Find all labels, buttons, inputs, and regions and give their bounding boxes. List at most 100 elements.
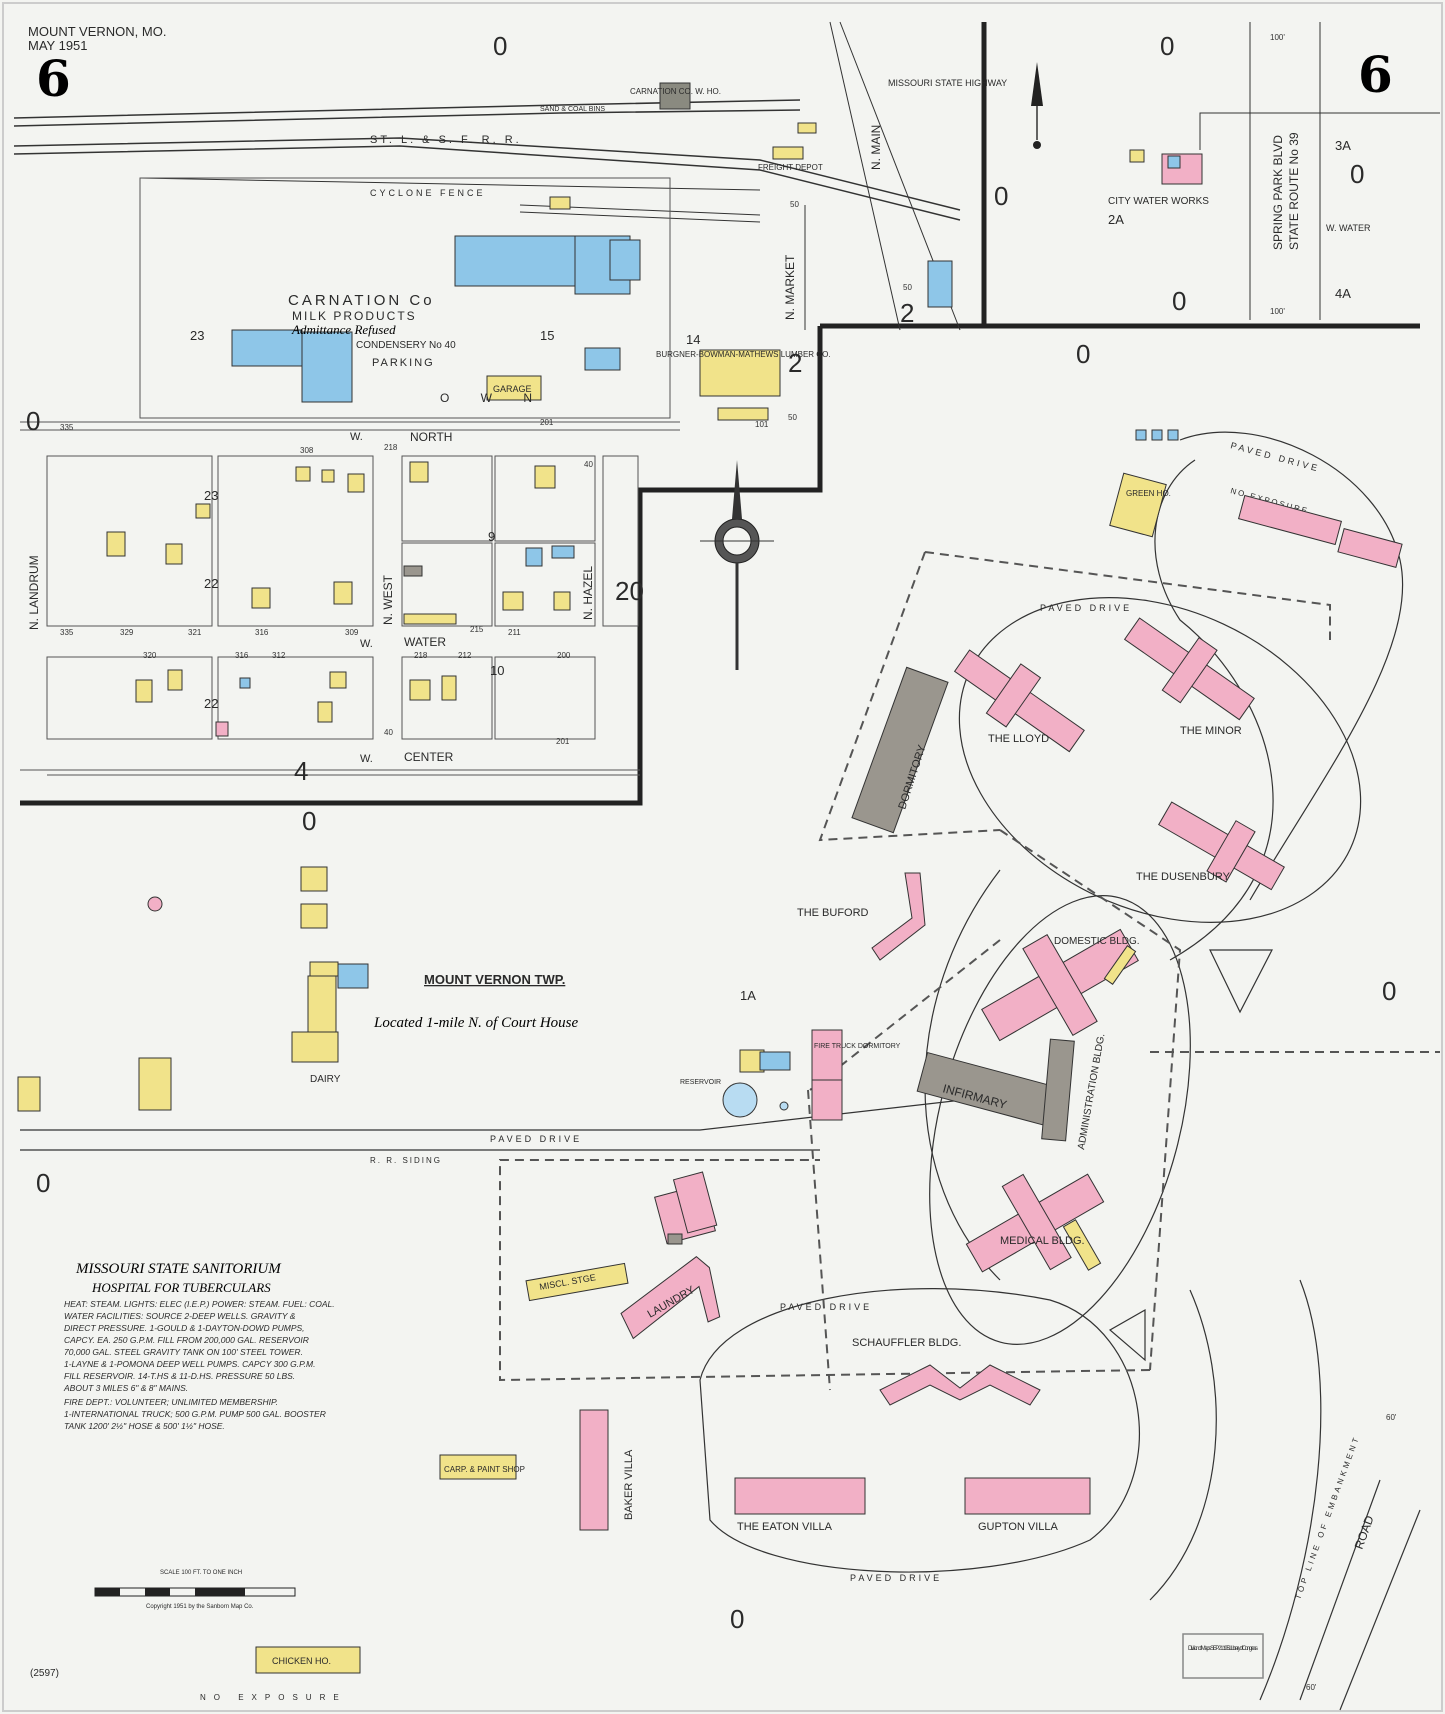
the-lloyd: THE LLOYD [988, 733, 1049, 745]
street-n-west: N. WEST [381, 574, 395, 625]
the-minor: THE MINOR [1180, 725, 1242, 737]
block-0-big-right: 0 [1382, 976, 1396, 1006]
block-2-market: 2 [900, 298, 914, 328]
place-title: MOUNT VERNON, MO. [28, 24, 166, 39]
svg-text:201: 201 [540, 418, 554, 427]
fence-label-top: CYCLONE FENCE [370, 188, 486, 198]
svg-text:320: 320 [143, 651, 157, 660]
block-0-market: 0 [1076, 339, 1090, 369]
svg-text:100': 100' [1270, 33, 1285, 42]
svg-text:1-INTERNATIONAL TRUCK; 500 G.P: 1-INTERNATIONAL TRUCK; 500 G.P.M. PUMP 5… [64, 1409, 326, 1419]
svg-text:22: 22 [204, 696, 218, 711]
svg-text:40: 40 [384, 728, 393, 737]
rr-siding-label: R. R. SIDING [370, 1156, 442, 1165]
chicken-house: CHICKEN HO. [272, 1656, 331, 1666]
library-stamp [1182, 1633, 1264, 1679]
library-stamp-text: Division of Maps SEP 21 1951 Library of … [1188, 1646, 1258, 1652]
sheet-number-right: 6 [1358, 45, 1393, 104]
sheet-number-left: 6 [36, 49, 71, 108]
svg-text:FIRE DEPT.: VOLUNTEER; UNLIMIT: FIRE DEPT.: VOLUNTEER; UNLIMITED MEMBERS… [64, 1397, 278, 1407]
water-mains [499, 551, 1440, 1391]
block-4: 4 [294, 756, 308, 786]
svg-text:200: 200 [557, 651, 571, 660]
water-works [1129, 22, 1440, 320]
svg-text:70,000 GAL. STEEL GRAVITY TANK: 70,000 GAL. STEEL GRAVITY TANK ON 100' S… [64, 1347, 303, 1357]
lumber-co: BURGNER-BOWMAN-MATHEWS LUMBER CO. [656, 350, 831, 359]
street-n-main: N. MAIN [869, 125, 883, 170]
block-numbers: 0 0 0 0 0 0 0 0 20 2 2 4 [26, 31, 1364, 836]
schauffler-label: SCHAUFFLER BLDG. [852, 1337, 961, 1349]
sheet-code: (2597) [30, 1668, 59, 1679]
carp-paint-shop: CARP. & PAINT SHOP [444, 1465, 525, 1474]
no-exposure-bottom: NO EXPOSURE [200, 1693, 347, 1702]
block-0-right: 0 [1172, 286, 1186, 316]
the-dusenbury: THE DUSENBURY [1136, 871, 1231, 883]
block-20: 20 [615, 576, 644, 606]
eaton-villa: THE EATON VILLA [737, 1521, 833, 1533]
copyright: Copyright 1951 by the Sanborn Map Co. [146, 1604, 254, 1610]
svg-text:60': 60' [1386, 1413, 1397, 1422]
compass-rose-icon [700, 460, 774, 670]
scale-bar [94, 1587, 296, 1597]
svg-text:218: 218 [414, 651, 428, 660]
svg-text:316: 316 [255, 628, 269, 637]
carnation-buildings [231, 82, 953, 421]
condensery: CONDENSERY No 40 [356, 340, 456, 351]
sanitorium-notes: HEAT: STEAM. LIGHTS: ELEC (I.E.P.) POWER… [63, 1299, 335, 1431]
street-w-water: W. [360, 638, 373, 650]
freight-depot: FREIGHT DEPOT [758, 163, 823, 172]
domestic-bldg: DOMESTIC BLDG. [1054, 936, 1140, 947]
svg-text:4A: 4A [1335, 286, 1351, 301]
w-water-label: W. WATER [1326, 223, 1371, 233]
svg-text:WATER FACILITIES: SOURCE 2-DEE: WATER FACILITIES: SOURCE 2-DEEP WELLS. G… [64, 1311, 296, 1321]
svg-text:14: 14 [686, 332, 700, 347]
state-route: STATE ROUTE No 39 [1287, 132, 1301, 250]
scale-label: SCALE 100 FT. TO ONE INCH [160, 1570, 242, 1576]
reservoir-label: RESERVOIR [680, 1079, 721, 1086]
svg-text:215: 215 [470, 625, 484, 634]
street-n-hazel: N. HAZEL [581, 566, 595, 620]
svg-text:10: 10 [490, 663, 504, 678]
svg-text:101: 101 [755, 420, 769, 429]
garage-label: GARAGE [493, 384, 532, 394]
sheet-boundaries [20, 22, 1420, 806]
street-water: WATER [404, 635, 446, 649]
cyclone-fence-top [139, 177, 761, 191]
svg-text:TANK 1200' 2½" HOSE & 500' 1½": TANK 1200' 2½" HOSE & 500' 1½" HOSE. [64, 1421, 225, 1431]
block-0-center: 0 [302, 806, 316, 836]
carnation-title: CARNATION Co [288, 292, 435, 309]
located-label: Located 1-mile N. of Court House [373, 1015, 578, 1031]
svg-text:3A: 3A [1335, 138, 1351, 153]
block-0-top-right: 0 [1160, 31, 1174, 61]
svg-text:308: 308 [300, 446, 314, 455]
fire-truck-dorm: FIRE TRUCK DORMITORY [814, 1043, 901, 1050]
street-n-landrum: N. LANDRUM [27, 555, 41, 630]
house-numbers: 335 329 321 335 320 316 312 316 309 308 … [60, 33, 1397, 1692]
svg-text:309: 309 [345, 628, 359, 637]
svg-text:218: 218 [384, 443, 398, 452]
svg-text:335: 335 [60, 423, 74, 432]
dairy-buildings [17, 866, 369, 1112]
svg-text:60': 60' [1306, 1683, 1317, 1692]
block-0-bottom: 0 [730, 1604, 744, 1634]
svg-text:40: 40 [584, 460, 593, 469]
block-numbers-small: 23 15 14 22 22 23 10 9 1A 2A 3A 4A [190, 138, 1351, 1003]
svg-text:DIRECT PRESSURE. 1-GOULD & 1-D: DIRECT PRESSURE. 1-GOULD & 1-DAYTON-DOWD… [64, 1323, 305, 1333]
block-0-top: 0 [493, 31, 507, 61]
parking-label: PARKING [372, 357, 435, 369]
green-house: GREEN HO. [1126, 489, 1171, 498]
medical-bldg: MEDICAL BLDG. [1000, 1235, 1085, 1247]
main-street-edge [829, 21, 901, 331]
svg-text:50: 50 [788, 413, 797, 422]
street-north: NORTH [410, 430, 452, 444]
svg-text:23: 23 [204, 488, 218, 503]
the-buford: THE BUFORD [797, 907, 869, 919]
town-word: O W N [440, 391, 546, 405]
block-0-left: 0 [26, 406, 40, 436]
street-center: CENTER [404, 750, 454, 764]
town-blocks [20, 177, 680, 776]
paved-drive-label-5: PAVED DRIVE [780, 1302, 872, 1312]
svg-text:CAPCY. EA. 250 G.P.M. FILL FRO: CAPCY. EA. 250 G.P.M. FILL FROM 200,000 … [64, 1335, 309, 1345]
svg-text:211: 211 [508, 628, 521, 637]
